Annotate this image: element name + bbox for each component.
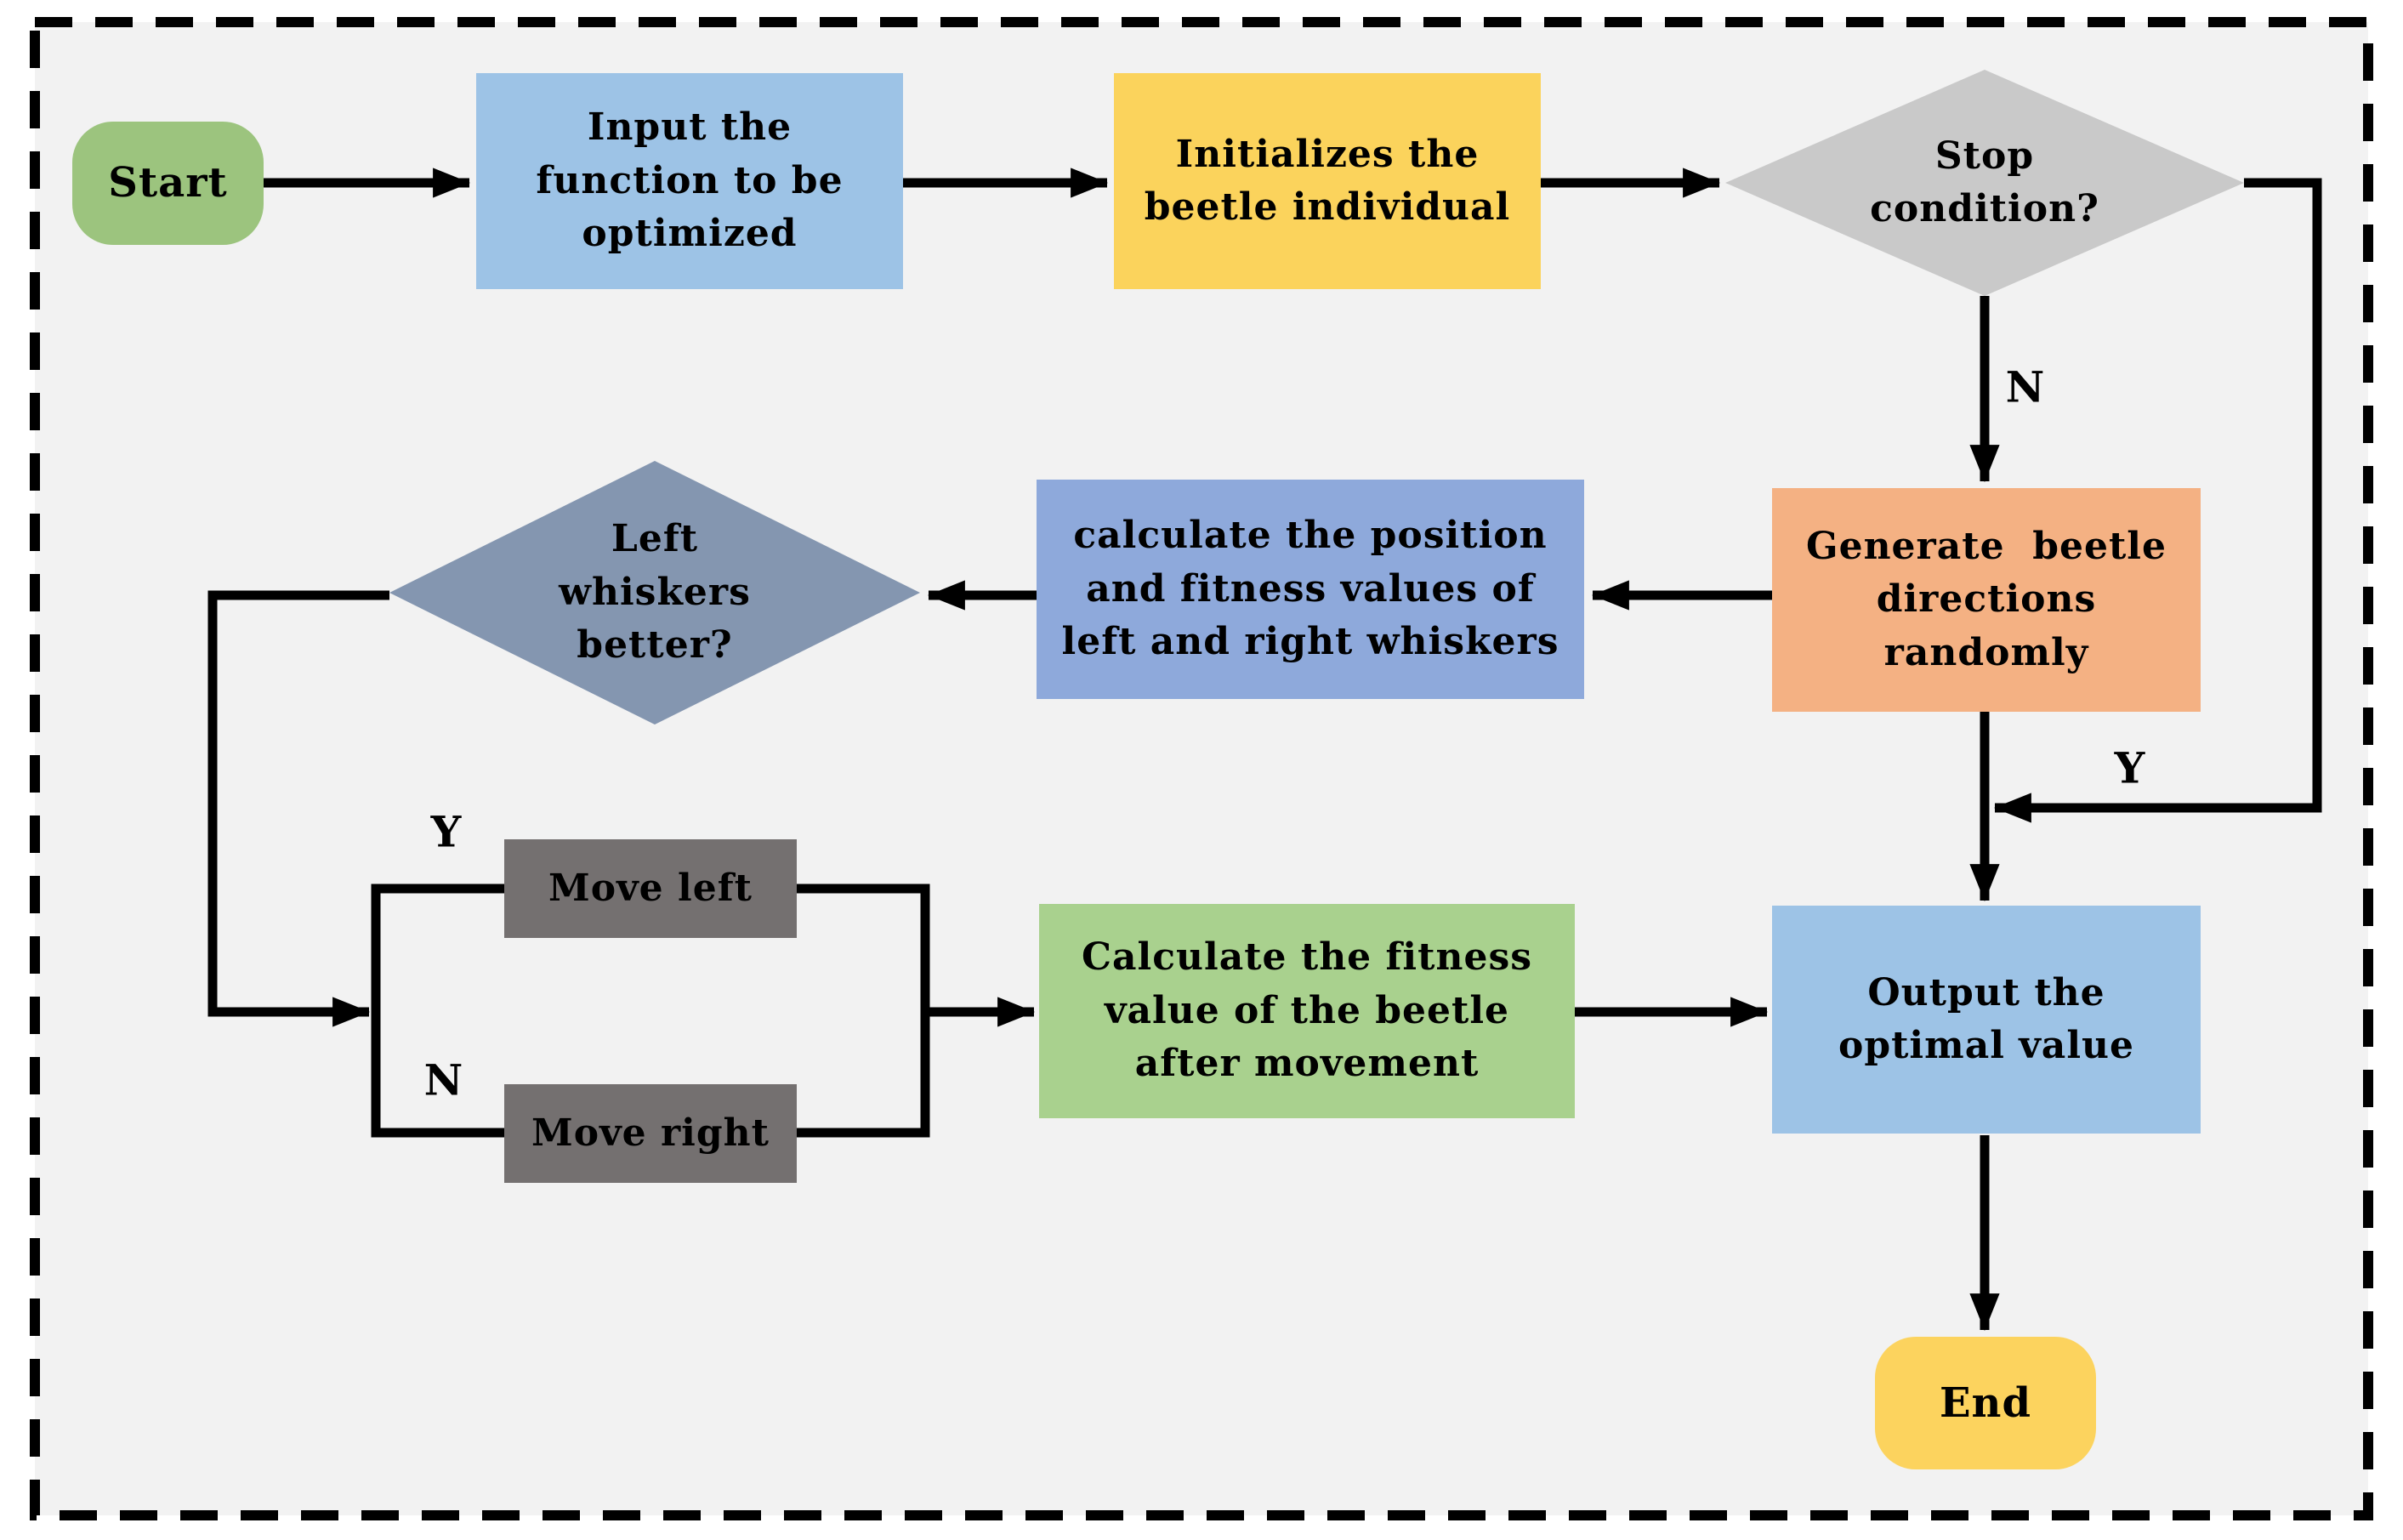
node-left-whiskers-better-label: Left whiskers better? <box>559 517 751 668</box>
edge-label-left-whiskers-yes: Y <box>430 806 463 857</box>
node-output-optimal-label: Output the optimal value <box>1838 970 2135 1067</box>
node-move-left-label: Move left <box>548 866 753 910</box>
node-calc-fitness: Calculate the fitness value of the beetl… <box>1039 904 1575 1118</box>
edge-left-whiskers-to-branch <box>207 590 389 1027</box>
node-input-function: Input the function to be optimized <box>476 73 903 289</box>
dashed-border <box>30 17 2373 1520</box>
edge-label-stop-condition-no: N <box>2005 361 2046 412</box>
node-initialize-beetle: Initializes the beetle individual <box>1114 73 1541 289</box>
branch-split-bracket <box>371 884 504 1138</box>
node-generate-directions-label: Generate beetle directions randomly <box>1806 524 2167 674</box>
node-calc-whiskers: calculate the position and fitness value… <box>1037 480 1584 699</box>
node-output-optimal: Output the optimal value <box>1772 906 2201 1134</box>
node-initialize-beetle-label: Initializes the beetle individual <box>1144 132 1511 229</box>
node-generate-directions: Generate beetle directions randomly <box>1772 488 2201 712</box>
edge-label-stop-condition-yes: Y <box>2114 742 2146 793</box>
node-end: End <box>1875 1337 2096 1469</box>
node-move-right-label: Move right <box>531 1111 770 1155</box>
node-move-left: Move left <box>504 839 797 938</box>
node-start-label: Start <box>108 159 228 207</box>
edge-stop-condition-yes-loop <box>1993 178 2322 823</box>
node-end-label: End <box>1939 1378 2032 1427</box>
node-move-right: Move right <box>504 1084 797 1183</box>
node-stop-condition-label: Stop condition? <box>1870 134 2099 230</box>
edge-label-left-whiskers-no: N <box>423 1054 464 1105</box>
node-input-function-label: Input the function to be optimized <box>536 105 844 256</box>
node-start: Start <box>72 122 264 245</box>
node-calc-fitness-label: Calculate the fitness value of the beetl… <box>1081 935 1532 1086</box>
branch-merge-bracket <box>797 884 930 1138</box>
node-calc-whiskers-label: calculate the position and fitness value… <box>1061 514 1559 664</box>
